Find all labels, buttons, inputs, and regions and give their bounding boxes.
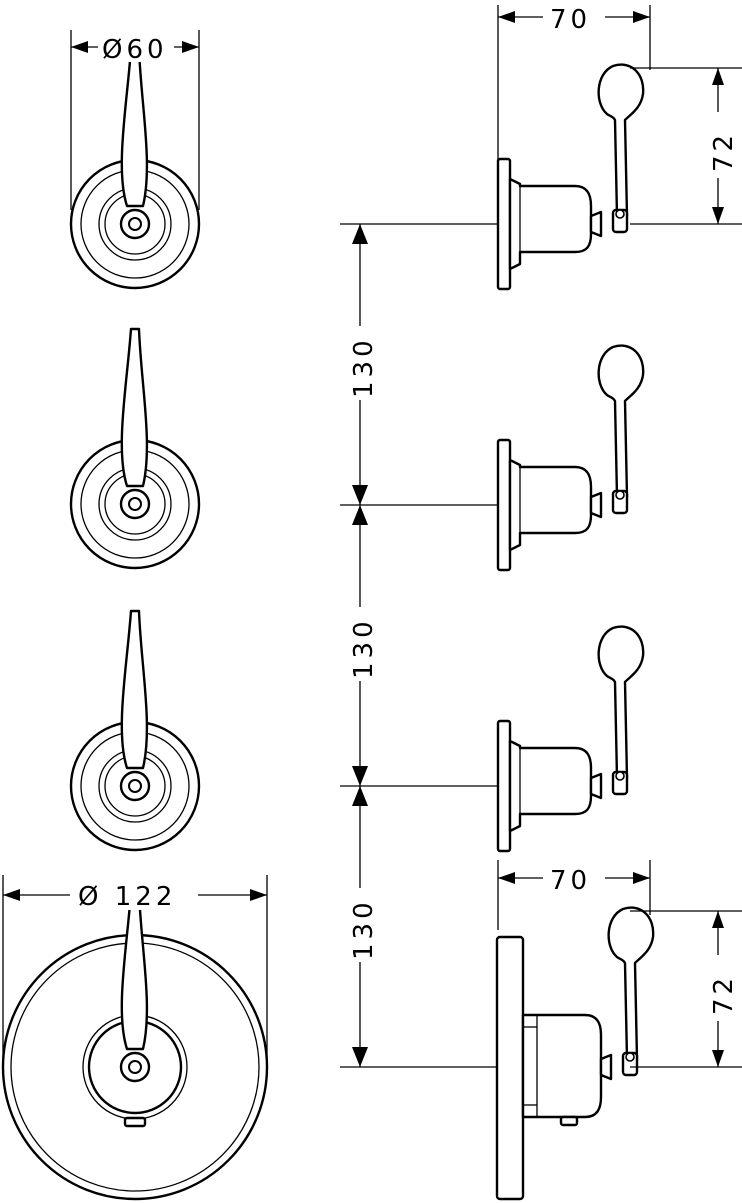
front-view-valve-3 [69,609,201,852]
dimension-handle-height-bottom: 72 [630,910,742,1068]
side-view-valve-2 [496,344,645,572]
dimension-depth-top: 70 [497,3,651,160]
front-view-valve-2 [69,327,201,570]
side-view-valve-3 [496,625,645,853]
handle-height-label-bottom: 72 [709,974,739,1015]
dimension-spacing: 130 130 130 [340,223,500,1068]
spacing-label-2: 130 [349,617,379,679]
dimension-depth-bottom: 70 [497,860,651,930]
spacing-label-3: 130 [349,898,379,960]
side-view-thermostat [495,906,655,1201]
small-diameter-label: Ø60 [102,35,168,65]
dimension-small-diameter: Ø60 [70,30,200,210]
side-view-valve-1 [496,63,645,291]
dimension-handle-height-top: 72 [630,67,742,225]
dimension-large-diameter: Ø 122 [2,875,268,1060]
depth-label-bottom: 70 [550,866,591,896]
handle-height-label-top: 72 [709,131,739,172]
spacing-label-1: 130 [349,336,379,398]
front-view-thermostat [1,890,269,1201]
depth-label-top: 70 [550,5,591,35]
large-diameter-label: Ø 122 [78,882,176,912]
front-view-valve-1 [69,47,201,290]
